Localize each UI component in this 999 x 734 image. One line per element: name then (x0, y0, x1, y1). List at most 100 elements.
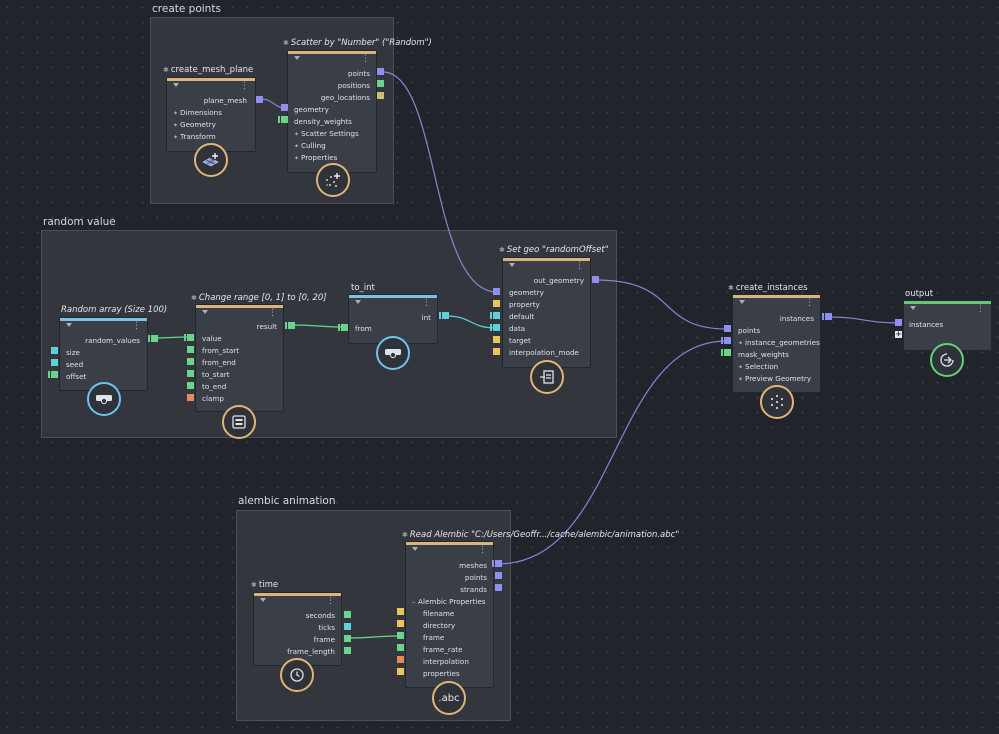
socket-meshes-out[interactable] (492, 560, 502, 567)
collapse-caret-icon[interactable] (294, 56, 300, 60)
scatter-icon (770, 394, 784, 410)
socket-points-out[interactable] (495, 572, 502, 579)
port-geometry[interactable]: ✦Geometry (173, 120, 216, 129)
kebab-menu-icon[interactable]: ⋮ (132, 321, 141, 331)
port-transform[interactable]: ✦Transform (173, 132, 216, 141)
port-frame-in: frame (423, 633, 445, 642)
collapse-caret-icon[interactable] (260, 598, 266, 602)
group-title-random-value: random value (43, 216, 116, 228)
add-port-icon[interactable]: + (895, 330, 902, 338)
kebab-menu-icon[interactable]: ⋮ (326, 596, 335, 606)
node-change-range[interactable]: ⋮ result value from_start from_end to_st… (195, 304, 284, 412)
socket-seconds-out[interactable] (344, 611, 351, 618)
kebab-menu-icon[interactable]: ⋮ (361, 54, 370, 64)
collapse-caret-icon[interactable] (509, 263, 515, 267)
socket-properties-in[interactable] (397, 668, 404, 675)
node-time[interactable]: ⋮ seconds ticks frame frame_length (253, 592, 342, 666)
port-selection[interactable]: ✦Selection (738, 362, 779, 371)
socket-interpolation-in[interactable] (397, 656, 404, 663)
socket-from-in[interactable] (338, 324, 348, 331)
node-title-to-int: to_int (351, 283, 375, 293)
socket-positions-out[interactable] (377, 80, 384, 87)
port-preview-geometry[interactable]: ✦Preview Geometry (738, 374, 812, 383)
collapse-caret-icon[interactable] (173, 83, 179, 87)
kebab-menu-icon[interactable]: ⋮ (575, 261, 584, 271)
socket-plane-mesh-out[interactable] (256, 96, 263, 103)
port-positions: positions (337, 81, 370, 90)
socket-seed-in[interactable] (51, 359, 58, 366)
node-create-mesh-plane[interactable]: ⋮ plane_mesh ✦Dimensions ✦Geometry ✦Tran… (166, 77, 256, 152)
kebab-menu-icon[interactable]: ⋮ (422, 298, 431, 308)
socket-ticks-out[interactable] (344, 623, 351, 630)
port-from-end: from_end (202, 358, 236, 367)
kebab-menu-icon[interactable]: ⋮ (240, 81, 249, 91)
socket-frame-rate-in[interactable] (397, 644, 404, 651)
socket-strands-out[interactable] (495, 584, 502, 591)
port-instance-geometries[interactable]: ✦instance_geometries (738, 338, 820, 347)
socket-instances-out[interactable] (822, 313, 832, 320)
port-from: from (355, 324, 372, 333)
socket-filename-in[interactable] (397, 608, 404, 615)
socket-random-values-out[interactable] (148, 335, 158, 342)
collapse-caret-icon[interactable] (739, 300, 745, 304)
kebab-menu-icon[interactable]: ⋮ (478, 545, 487, 555)
node-create-instances[interactable]: ⋮ instances points ✦instance_geometries … (732, 294, 821, 393)
socket-value-in[interactable] (184, 334, 194, 341)
node-icon-random-array (87, 382, 121, 416)
socket-size-in[interactable] (51, 347, 58, 354)
socket-geo-locations-out[interactable] (377, 92, 384, 99)
node-to-int[interactable]: ⋮ int from (348, 294, 438, 344)
socket-property-in[interactable] (493, 300, 500, 307)
port-culling[interactable]: ✦Culling (294, 141, 326, 150)
node-read-alembic[interactable]: ⋮ meshes points strands −Alembic Propert… (405, 541, 494, 688)
collapse-caret-icon[interactable] (66, 323, 72, 327)
socket-frame-in[interactable] (397, 632, 404, 639)
port-to-start: to_start (202, 370, 230, 379)
socket-frame-out[interactable] (344, 635, 351, 642)
socket-to-start-in[interactable] (187, 370, 194, 377)
section-alembic-properties[interactable]: −Alembic Properties (411, 597, 486, 606)
socket-clamp-in[interactable] (187, 394, 194, 401)
port-scatter-settings[interactable]: ✦Scatter Settings (294, 129, 359, 138)
socket-points-out[interactable] (377, 68, 384, 75)
port-geo-locations: geo_locations (320, 93, 370, 102)
socket-mask-weights-in[interactable] (721, 349, 731, 356)
socket-geometry-in[interactable] (281, 104, 288, 111)
socket-to-end-in[interactable] (187, 382, 194, 389)
kebab-menu-icon[interactable]: ⋮ (976, 304, 985, 314)
kebab-menu-icon[interactable]: ⋮ (805, 298, 814, 308)
collapse-caret-icon[interactable] (355, 300, 361, 304)
output-icon (940, 353, 954, 367)
node-output[interactable]: ⋮ instances (903, 300, 992, 351)
node-set-geo[interactable]: ⋮ out_geometry geometry property default… (502, 257, 591, 368)
socket-geometry-in[interactable] (493, 288, 500, 295)
port-properties[interactable]: ✦Properties (294, 153, 338, 162)
kebab-menu-icon[interactable]: ⋮ (268, 308, 277, 318)
socket-instance-geometries-in[interactable] (721, 337, 731, 344)
collapse-caret-icon[interactable] (412, 547, 418, 551)
collapse-caret-icon[interactable] (910, 306, 916, 310)
socket-result-out[interactable] (285, 322, 295, 329)
port-seed: seed (66, 360, 84, 369)
collapse-caret-icon[interactable] (202, 310, 208, 314)
socket-from-start-in[interactable] (187, 346, 194, 353)
socket-default-in[interactable] (490, 312, 500, 319)
socket-offset-in[interactable] (48, 371, 58, 378)
socket-target-in[interactable] (493, 336, 500, 343)
socket-points-in[interactable] (724, 325, 731, 332)
node-title-time: ✱time (251, 580, 279, 590)
node-title-set-geo: ✱Set geo "randomOffset" (499, 245, 609, 255)
port-frame-rate: frame_rate (423, 645, 463, 654)
node-random-array[interactable]: ⋮ random_values size seed offset (59, 317, 148, 391)
socket-frame-length-out[interactable] (344, 647, 351, 654)
node-scatter[interactable]: ⋮ points positions geo_locations geometr… (287, 50, 377, 173)
socket-out-geometry-out[interactable] (592, 276, 599, 283)
socket-density-weights-in[interactable] (278, 116, 288, 123)
port-dimensions[interactable]: ✦Dimensions (173, 108, 222, 117)
socket-data-in[interactable] (490, 324, 500, 331)
socket-directory-in[interactable] (397, 620, 404, 627)
socket-int-out[interactable] (439, 312, 449, 319)
socket-output-instances-in[interactable] (895, 319, 902, 326)
socket-interpolation-mode-in[interactable] (493, 348, 500, 355)
socket-from-end-in[interactable] (187, 358, 194, 365)
